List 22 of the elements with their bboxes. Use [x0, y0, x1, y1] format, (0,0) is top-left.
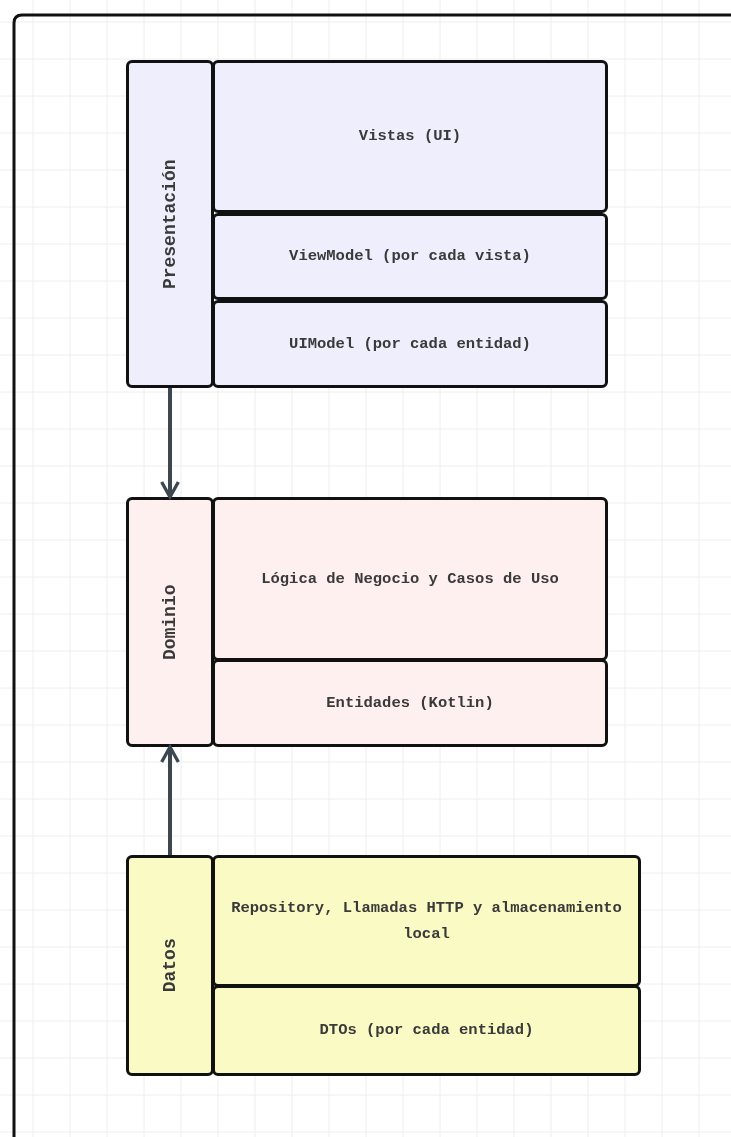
component-box	[212, 985, 641, 1076]
component-label: DTOs (por cada entidad)	[318, 1020, 535, 1042]
arrow	[160, 388, 180, 499]
component-box	[212, 659, 608, 747]
component-box	[212, 60, 608, 213]
component-label: Repository, Llamadas HTTP y almacenamiento local	[230, 897, 623, 945]
component-label: Vistas (UI)	[357, 126, 463, 148]
component-box	[212, 213, 608, 300]
layer-label: Datos	[158, 937, 181, 995]
component-box	[212, 855, 641, 987]
arrow	[160, 745, 180, 855]
layer-box	[126, 855, 214, 1076]
component-label: ViewModel (por cada vista)	[288, 246, 532, 268]
component-label: Lógica de Negocio y Casos de Uso	[260, 568, 560, 590]
component-label: UIModel (por cada entidad)	[288, 333, 532, 355]
component-box	[212, 497, 608, 661]
layer-label: Presentación	[158, 158, 181, 291]
component-label: Entidades (Kotlin)	[325, 692, 495, 714]
layer-box	[126, 60, 214, 388]
layer-label: Dominio	[158, 583, 181, 662]
component-box	[212, 300, 608, 388]
layer-box	[126, 497, 214, 747]
